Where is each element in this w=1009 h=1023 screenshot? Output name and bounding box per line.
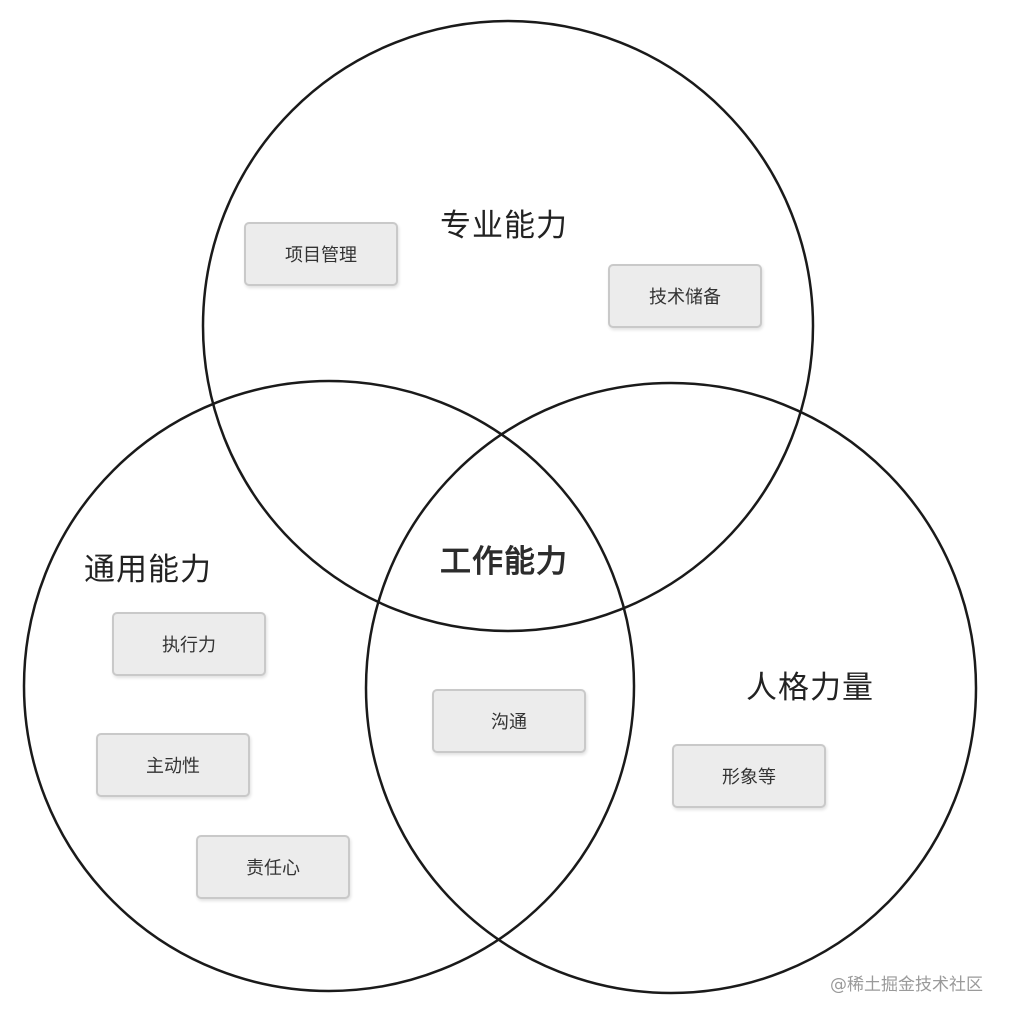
box-communication: 沟通 [432, 689, 586, 753]
box-responsibility: 责任心 [196, 835, 350, 899]
box-execution: 执行力 [112, 612, 266, 676]
box-tech-reserve: 技术储备 [608, 264, 762, 328]
center-title: 工作能力 [440, 544, 568, 580]
box-image: 形象等 [672, 744, 826, 808]
box-initiative: 主动性 [96, 733, 250, 797]
professional-circle [201, 19, 815, 633]
general-title: 通用能力 [84, 552, 212, 588]
general-circle [22, 379, 636, 993]
personality-title: 人格力量 [746, 670, 874, 706]
box-project-management: 项目管理 [244, 222, 398, 286]
professional-title: 专业能力 [440, 208, 568, 244]
watermark: @稀土掘金技术社区 [830, 975, 983, 995]
personality-circle [364, 381, 978, 995]
